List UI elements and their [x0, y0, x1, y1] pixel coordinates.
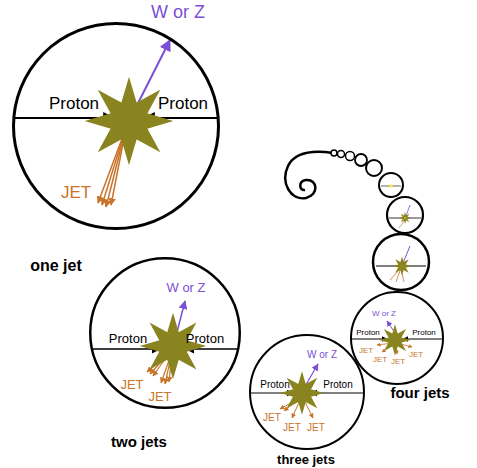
collision-circle: ProtonProtonW or ZJETone jet — [12, 22, 220, 230]
boson-label: W or Z — [167, 281, 206, 294]
three-jets-collision — [251, 364, 363, 418]
one-jet-collision — [14, 40, 218, 207]
particle-label: Proton — [186, 332, 224, 345]
jet-label: JET — [61, 184, 91, 201]
particle-label: Proton — [323, 380, 352, 390]
boson-label: W or Z — [372, 310, 396, 318]
two-jets-collision — [92, 301, 238, 384]
collision-circle: ProtonProtonW or ZJETJETJETJETfour jets — [350, 291, 444, 385]
jet-label: JET — [391, 358, 405, 366]
boson-label: W or Z — [151, 3, 205, 21]
jet-label: JET — [307, 423, 325, 433]
panel-caption: two jets — [111, 434, 167, 449]
jet-label: JET — [283, 423, 301, 433]
mini-circles — [331, 150, 429, 290]
panel-caption: three jets — [277, 453, 335, 466]
particle-label: Proton — [109, 332, 147, 345]
particle-label: Proton — [260, 380, 289, 390]
boson-label: W or Z — [307, 350, 337, 360]
particle-label: Proton — [356, 329, 380, 337]
circle-outline — [350, 291, 444, 385]
jet-label: JET — [359, 347, 373, 355]
collision-circle: ProtonProtonW or ZJETJETJETthree jets — [249, 334, 365, 450]
collision-circle: ProtonProtonW or ZJETJETtwo jets — [89, 257, 241, 409]
jet-label: JET — [373, 356, 387, 364]
jet-label: JET — [409, 351, 423, 359]
jet-label: JET — [148, 390, 171, 403]
spiral-line — [285, 152, 333, 199]
particle-label: Proton — [412, 329, 436, 337]
particle-label: Proton — [49, 95, 99, 112]
circle-outline — [12, 22, 220, 230]
mini-collisions — [376, 184, 426, 283]
panel-caption: four jets — [390, 385, 449, 400]
four-jets-collision — [352, 321, 442, 354]
panel-caption: one jet — [30, 258, 82, 274]
jet-label: JET — [120, 378, 143, 391]
particle-label: Proton — [158, 95, 208, 112]
jet-label: JET — [263, 413, 281, 423]
